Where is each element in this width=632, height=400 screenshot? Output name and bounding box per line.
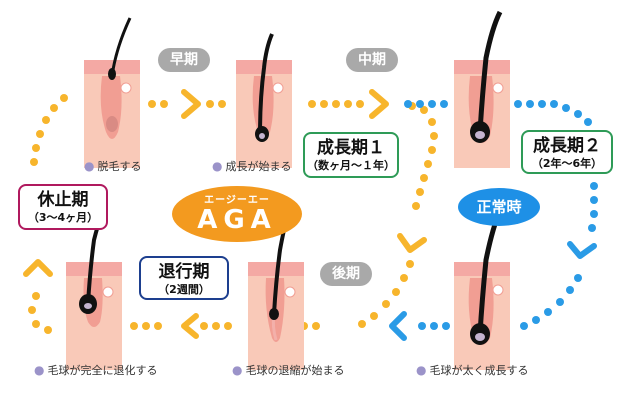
normal-cycle-path — [404, 100, 598, 330]
caption-shrink-start: ●毛球の退縮が始まる — [232, 363, 345, 377]
phase-middle-pill: 中期 — [346, 48, 398, 72]
follicle-anagen-late — [454, 209, 510, 370]
aga-direction-arrows — [23, 89, 427, 339]
caption-thick-growth: ●毛球が太く成長する — [416, 363, 529, 377]
anagen1-duration: （数ヶ月〜１年） — [307, 159, 395, 172]
bullet-icon: ● — [84, 159, 95, 173]
telogen-duration: （3〜4ヶ月） — [27, 211, 99, 224]
caption-shedding: ●脱毛する — [84, 159, 142, 173]
aga-badge: エージーエー AGA — [172, 186, 302, 242]
telogen-box: 休止期 （3〜4ヶ月） — [18, 184, 108, 230]
caption-full-regress: ●毛球が完全に退化する — [34, 363, 158, 377]
bullet-icon: ● — [34, 363, 45, 377]
catagen-title: 退行期 — [158, 262, 210, 282]
normal-direction-arrows — [389, 241, 597, 341]
caption-growth-start: ●成長が始まる — [212, 159, 292, 173]
aga-ruby: エージーエー — [204, 195, 270, 206]
bullet-icon: ● — [212, 159, 223, 173]
bullet-icon: ● — [416, 363, 427, 377]
anagen2-title: 成長期２ — [533, 136, 601, 156]
phase-late-pill: 後期 — [320, 262, 372, 286]
follicle-growth-start — [236, 33, 292, 168]
follicle-shedding — [84, 17, 140, 168]
aga-cycle-path — [28, 94, 438, 334]
anagen2-duration: （2年〜6年） — [531, 157, 603, 170]
anagen2-box: 成長期２ （2年〜6年） — [521, 130, 613, 174]
anagen1-box: 成長期１ （数ヶ月〜１年） — [303, 132, 399, 178]
telogen-title: 休止期 — [37, 190, 89, 210]
follicle-full-regress — [66, 213, 122, 370]
normal-badge: 正常時 — [458, 188, 540, 226]
follicle-thick-growth — [454, 10, 510, 168]
catagen-box: 退行期 （2週間） — [139, 256, 229, 300]
catagen-duration: （2週間） — [158, 283, 210, 296]
anagen1-title: 成長期１ — [317, 138, 385, 158]
bullet-icon: ● — [232, 363, 243, 377]
aga-label: AGA — [197, 205, 277, 235]
phase-early-pill: 早期 — [158, 48, 210, 72]
